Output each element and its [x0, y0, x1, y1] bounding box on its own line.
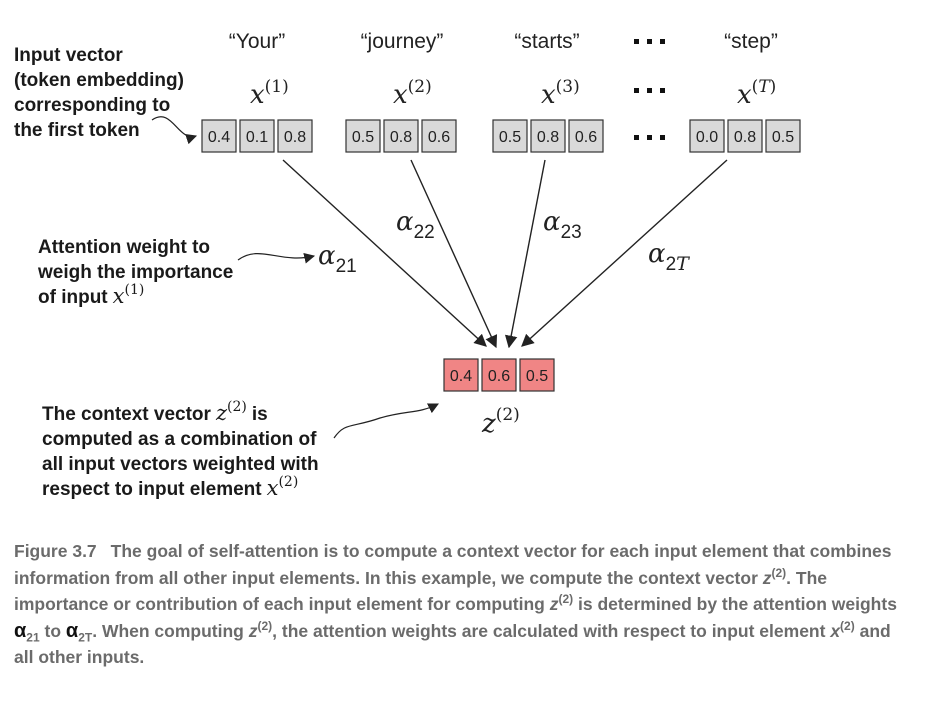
- attention-weight-a2T: α2T: [648, 239, 690, 275]
- vector-cell: 0.5: [352, 129, 374, 146]
- self-attention-diagram: “Your” “journey” “starts” “step” x(1) x(…: [14, 30, 801, 500]
- input-vector-3: 0.5 0.8 0.6: [492, 119, 604, 153]
- annotation-attention-weight: Attention weight to weigh the importance…: [37, 237, 239, 308]
- vector-cell: 0.5: [526, 368, 548, 385]
- attention-arrow-T: [521, 159, 728, 347]
- annotation-pointer-context: [333, 403, 439, 439]
- vector-cell: 0.4: [450, 368, 472, 385]
- context-label-z2: z(2): [481, 405, 520, 439]
- token-your: “Your”: [229, 30, 285, 53]
- vector-cell: 0.5: [499, 129, 521, 146]
- attention-weight-a22: α22: [396, 207, 435, 243]
- input-label-x1: x(1): [250, 77, 289, 110]
- token-step: “step”: [724, 30, 778, 53]
- ellipsis-dots-icon: [634, 39, 665, 140]
- vector-cell: 0.6: [575, 129, 597, 146]
- attention-arrow-2: [410, 159, 498, 349]
- figure-label: Figure 3.7: [14, 541, 97, 561]
- token-journey: “journey”: [361, 30, 444, 53]
- annotation-pointer-input: [151, 116, 198, 145]
- attention-weight-a21: α21: [318, 241, 357, 277]
- vector-cell: 0.4: [208, 129, 230, 146]
- input-label-xT: x(T): [737, 77, 776, 110]
- vector-cell: 0.6: [428, 129, 450, 146]
- input-label-x3: x(3): [541, 77, 580, 110]
- vector-cell: 0.5: [772, 129, 794, 146]
- attention-arrow-1: [282, 159, 487, 347]
- input-label-x2: x(2): [393, 77, 432, 110]
- vector-cell: 0.1: [246, 129, 268, 146]
- vector-cell: 0.8: [734, 129, 756, 146]
- vector-cell: 0.8: [390, 129, 412, 146]
- attention-arrow-3: [504, 159, 546, 349]
- input-vector-1: 0.4 0.1 0.8: [201, 119, 313, 153]
- vector-cell: 0.6: [488, 368, 510, 385]
- input-vector-T: 0.0 0.8 0.5: [689, 119, 801, 153]
- annotation-pointer-attention: [237, 252, 316, 264]
- token-starts: “starts”: [514, 30, 579, 53]
- vector-cell: 0.8: [284, 129, 306, 146]
- annotation-input-vector: Input vector (token embedding) correspon…: [14, 45, 189, 141]
- vector-cell: 0.0: [696, 129, 718, 146]
- context-vector: 0.4 0.6 0.5: [443, 358, 555, 392]
- attention-weight-a23: α23: [543, 207, 582, 243]
- vector-cell: 0.8: [537, 129, 559, 146]
- input-vector-2: 0.5 0.8 0.6: [345, 119, 457, 153]
